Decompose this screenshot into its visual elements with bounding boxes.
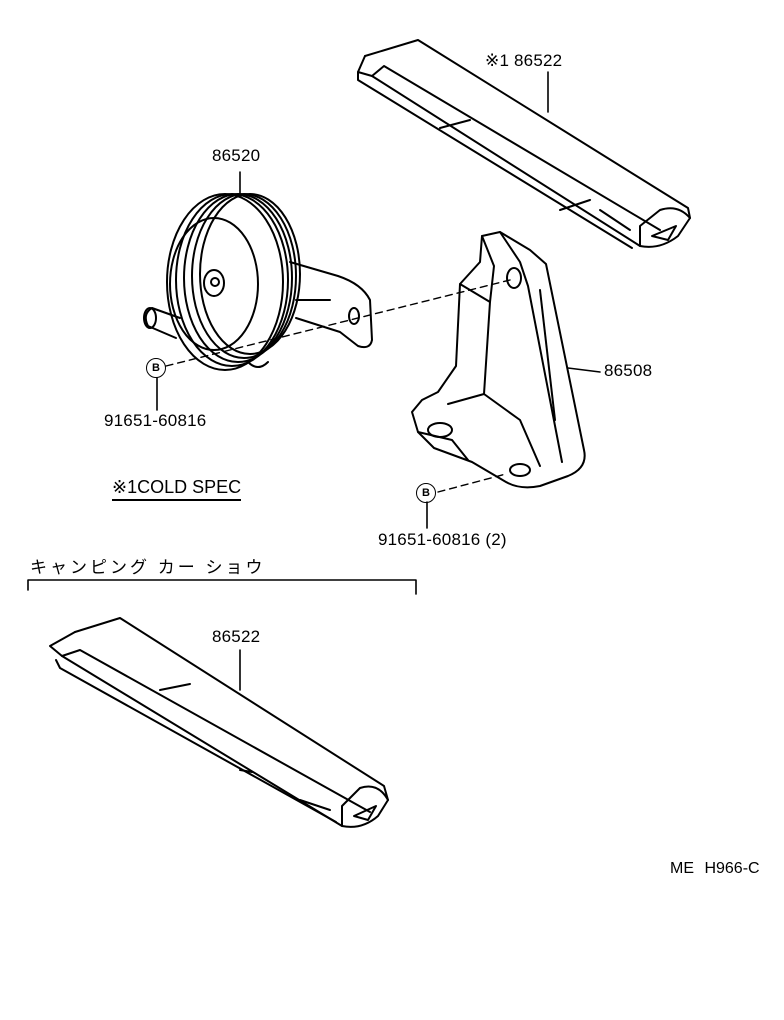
seal-strip-bottom	[49, 617, 389, 828]
label-bolt-bracket: 91651-60816 (2)	[378, 530, 507, 549]
label-bolt-horn: 91651-60816	[104, 411, 207, 430]
label-seal-camping: 86522	[212, 627, 261, 646]
label-bracket: 86508	[604, 361, 653, 380]
bolt-marker-bracket: B	[416, 483, 436, 503]
section-bracket	[27, 579, 417, 595]
bracket	[411, 231, 586, 489]
leader-lines	[156, 71, 601, 691]
horn	[143, 193, 373, 371]
section-label-camping: キャンピング カー ショウ	[30, 558, 266, 577]
seal-strip-top	[357, 39, 691, 249]
bolt-marker-horn: B	[146, 358, 166, 378]
cold-spec-note: ※1COLD SPEC	[112, 477, 242, 501]
dash-lines	[165, 279, 511, 493]
label-horn: 86520	[212, 146, 261, 165]
reference-code: ME H966-C	[670, 860, 760, 877]
label-seal-cold-top: ※1 86522	[485, 51, 563, 70]
